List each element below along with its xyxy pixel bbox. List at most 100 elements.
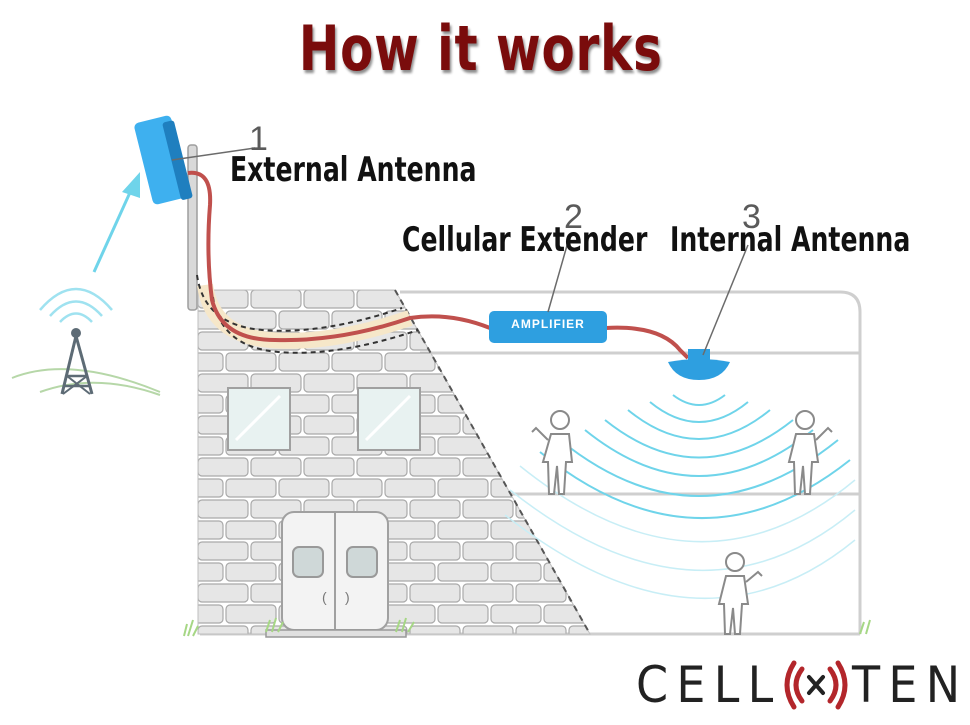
brick: [515, 499, 567, 519]
brick: [437, 562, 489, 582]
brick: [198, 478, 224, 498]
front-door: ( ): [265, 511, 407, 638]
label-internal-antenna: Internal Antenna: [670, 220, 911, 260]
svg-text:(: (: [322, 589, 327, 605]
brick: [384, 478, 436, 498]
person-upper-left: [531, 410, 574, 495]
person-upper-right: [787, 410, 833, 495]
brick: [198, 520, 224, 540]
cable: [187, 170, 690, 360]
brick: [490, 604, 542, 624]
brick: [198, 394, 224, 414]
indoor-signal-waves-faint: [504, 465, 856, 599]
brick: [597, 437, 647, 455]
window-right: [357, 387, 421, 451]
brick: [198, 541, 249, 561]
brick: [462, 457, 514, 477]
brick: [198, 457, 249, 477]
page-title: How it works: [298, 12, 663, 85]
brick: [515, 583, 567, 603]
svg-text:): ): [345, 589, 350, 605]
brick: [198, 562, 224, 582]
brick: [597, 353, 647, 371]
brick: [225, 352, 277, 372]
wireless-signal-icon: [784, 660, 848, 710]
antenna-pole: [187, 144, 198, 311]
brick: [331, 352, 383, 372]
brick: [462, 373, 514, 393]
brick: [225, 604, 277, 624]
brick: [490, 394, 542, 414]
signal-arrow: [92, 172, 140, 273]
brick: [568, 583, 590, 603]
brick: [409, 499, 461, 519]
brick: [303, 415, 355, 435]
brick: [543, 352, 590, 372]
brick: [597, 563, 647, 581]
grass: [183, 617, 871, 637]
brick: [437, 478, 489, 498]
amplifier-label: AMPLIFIER: [511, 317, 585, 331]
brick: [384, 520, 436, 540]
label-external-antenna: External Antenna: [230, 150, 477, 190]
brick: [515, 625, 567, 634]
brick: [409, 331, 461, 351]
brick: [462, 583, 514, 603]
brick: [198, 625, 249, 634]
person-lower: [717, 552, 763, 635]
brick: [303, 457, 355, 477]
brick: [384, 604, 436, 624]
brick: [409, 541, 461, 561]
brick: [384, 562, 436, 582]
brick: [462, 625, 514, 634]
brick: [198, 352, 224, 372]
logo-text-left: CELL: [636, 656, 782, 714]
brick: [437, 436, 489, 456]
brick: [490, 352, 542, 372]
brick: [462, 541, 514, 561]
label-number-1: 1: [249, 120, 268, 158]
brick: [568, 625, 590, 634]
brick: [409, 625, 461, 634]
brick: [303, 373, 355, 393]
brick: [515, 541, 567, 561]
brick: [597, 605, 647, 623]
brick: [490, 436, 542, 456]
brick: [356, 457, 408, 477]
brick: [543, 394, 590, 414]
brick: [490, 562, 542, 582]
brick: [515, 373, 567, 393]
brick: [250, 457, 302, 477]
label-cellular-extender: Cellular Extender: [402, 220, 648, 260]
brick: [543, 604, 590, 624]
brick: [250, 290, 302, 309]
brick: [278, 310, 330, 330]
label-number-2: 2: [564, 198, 583, 236]
brick: [568, 373, 590, 393]
brick: [597, 521, 647, 539]
brick: [437, 520, 489, 540]
brick: [409, 583, 461, 603]
label-number-3: 3: [742, 198, 761, 236]
brick: [568, 499, 590, 519]
cell-tower: [11, 287, 161, 396]
external-antenna: [134, 115, 193, 205]
amplifier: [489, 311, 607, 343]
brick: [331, 478, 383, 498]
brick: [198, 583, 249, 603]
brick: [437, 352, 489, 372]
brick: [437, 604, 489, 624]
brick: [198, 499, 249, 519]
brick: [384, 352, 436, 372]
brick: [462, 499, 514, 519]
brick: [278, 478, 330, 498]
brick: [225, 562, 277, 582]
celltend-logo: CELL TEND: [636, 655, 970, 715]
brick: [198, 436, 224, 456]
window-left: [227, 387, 291, 451]
brick: [225, 520, 277, 540]
leader-lines: [171, 147, 749, 356]
brick: [303, 290, 355, 309]
